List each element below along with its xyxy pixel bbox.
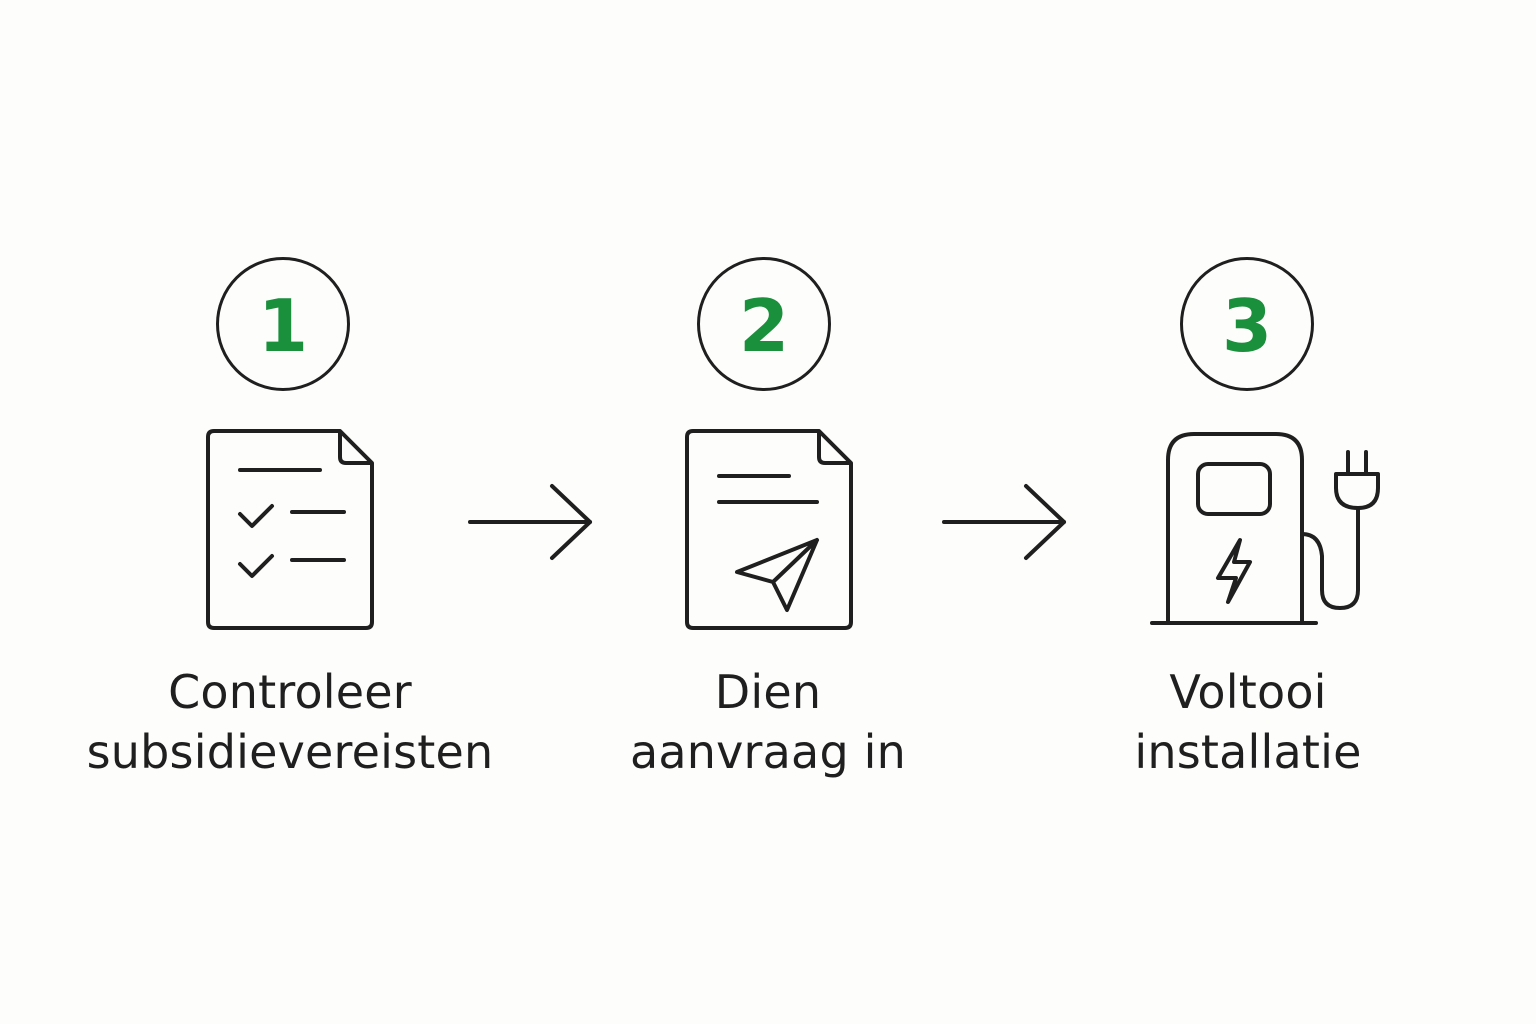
step-1-label-line-1: Controleer <box>168 665 412 719</box>
step-2-label: Dien aanvraag in <box>528 662 1008 782</box>
step-1-number-badge: 1 <box>216 257 350 391</box>
step-1-label-line-2: subsidievereisten <box>86 725 494 779</box>
step-1-number: 1 <box>257 284 309 368</box>
step-2-label-line-2: aanvraag in <box>630 725 906 779</box>
step-3-number-badge: 3 <box>1180 257 1314 391</box>
step-3-label: Voltooi installatie <box>1008 662 1488 782</box>
arrow-right-icon <box>468 484 592 560</box>
checklist-document-icon <box>206 429 374 630</box>
step-2-number: 2 <box>738 284 790 368</box>
step-2-number-badge: 2 <box>697 257 831 391</box>
step-3-label-line-2: installatie <box>1134 725 1362 779</box>
step-3-number: 3 <box>1221 284 1273 368</box>
arrow-right-icon <box>942 484 1066 560</box>
ev-charger-icon <box>1150 432 1380 625</box>
step-1-label: Controleer subsidievereisten <box>50 662 530 782</box>
document-send-icon <box>685 429 853 630</box>
step-3-label-line-1: Voltooi <box>1169 665 1327 719</box>
step-2-label-line-1: Dien <box>714 665 822 719</box>
